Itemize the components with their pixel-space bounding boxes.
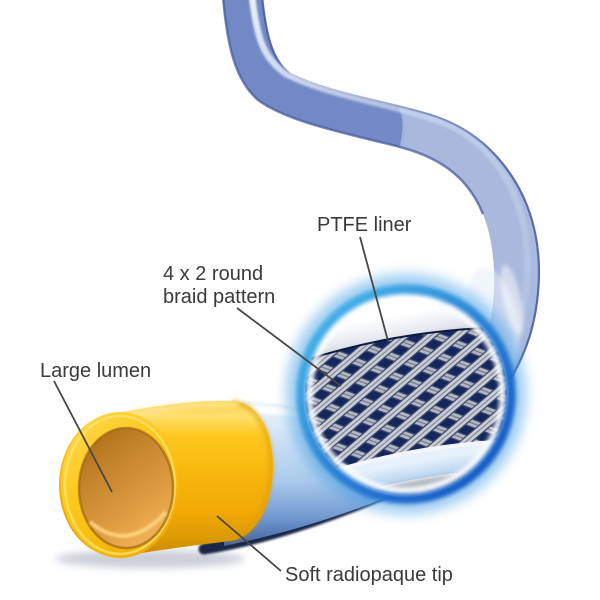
tip-rim-highlight [122, 400, 240, 419]
lumen-edge [77, 426, 175, 550]
label-ptfe-liner: PTFE liner [317, 214, 412, 236]
label-large-lumen: Large lumen [40, 360, 151, 382]
leader-line-braid [236, 307, 342, 387]
tip-joint-shade [229, 399, 274, 543]
magnifier-inset [286, 274, 526, 514]
leader-line-soft-tip [216, 515, 282, 572]
inset-inner-white-rim [305, 293, 507, 495]
label-braid-line1: 4 x 2 round [163, 263, 263, 285]
lumen-bottom-light [88, 510, 168, 538]
braid-pattern-swatch [305, 327, 507, 483]
tip-ground-shadow [55, 550, 245, 568]
leader-lines [53, 236, 389, 572]
distal-gloss-small [500, 264, 524, 336]
leader-line-lumen [53, 380, 113, 493]
shaft-highlight [249, 0, 531, 348]
inset-outer-halo [286, 274, 526, 514]
inset-blue-ring [296, 284, 516, 504]
soft-tip [59, 399, 274, 558]
label-soft-tip: Soft radiopaque tip [285, 564, 453, 586]
leader-line-ptfe [359, 236, 389, 342]
tip-end-rim [63, 414, 177, 556]
shaft-inner-edge [222, 0, 485, 215]
label-braid-line2: braid pattern [163, 286, 275, 308]
lumen-opening [79, 428, 173, 548]
